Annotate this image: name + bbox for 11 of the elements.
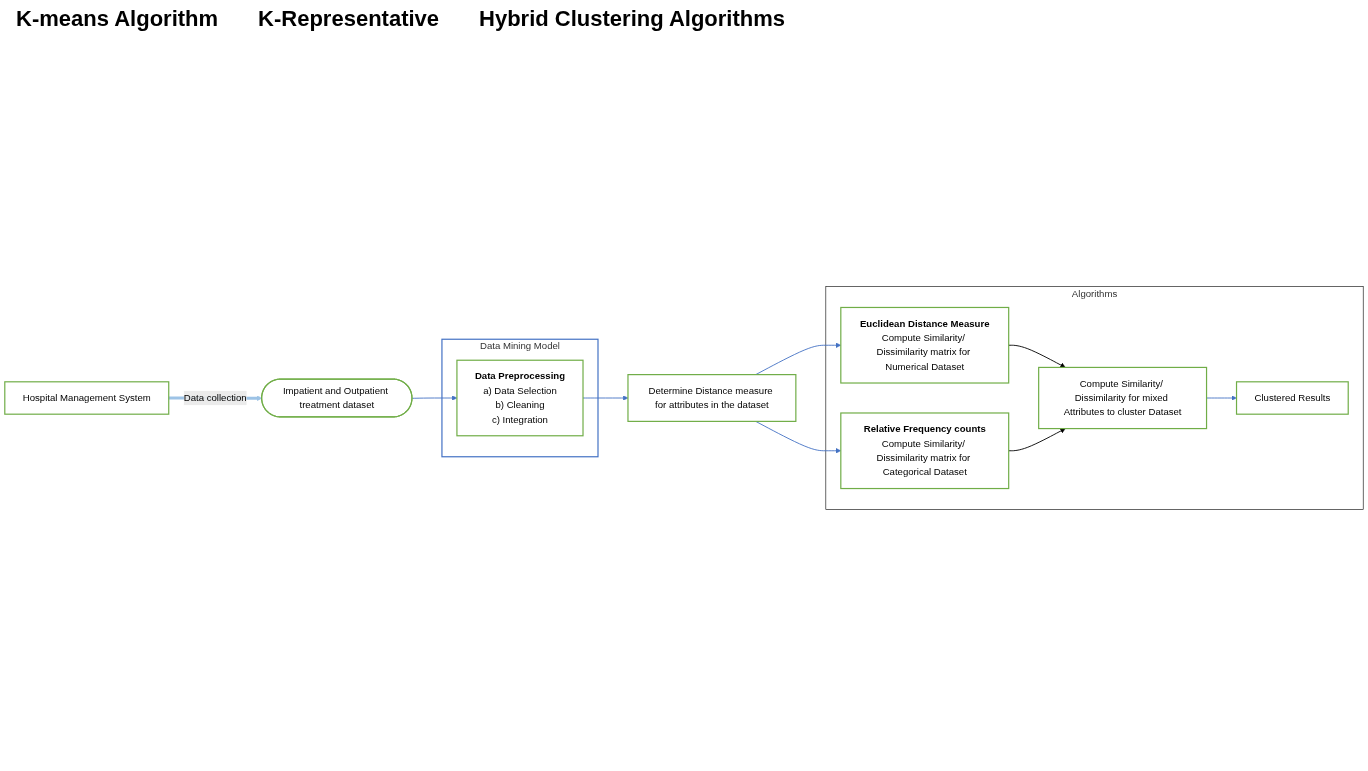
node-box: Clustered Results (1235, 381, 1349, 415)
node-box: Hospital Management System (4, 381, 170, 415)
node-box: Determine Distance measure for attributes in the dataset (627, 374, 797, 422)
section-heading: K-Representative (258, 6, 440, 32)
section-heading: Hybrid Clustering Algorithms (479, 6, 786, 32)
node-box: Compute Similarity/ Dissimilarity for mixed Attributes to cluster Dataset (1038, 366, 1208, 430)
node-box: Euclidean Distance Measure Compute Similarity/ Dissimilarity matrix for Numerical Dataset (840, 306, 1010, 384)
edge-label: Data collection (183, 392, 247, 403)
section-heading: K-means Algorithm (16, 6, 219, 32)
node-box: Relative Frequency counts Compute Similarity/ Dissimilarity matrix for Categorical Dataset (840, 412, 1010, 490)
node-box: Data Preprocessing a) Data Selection b) Cleaning c) Integration (456, 359, 584, 437)
